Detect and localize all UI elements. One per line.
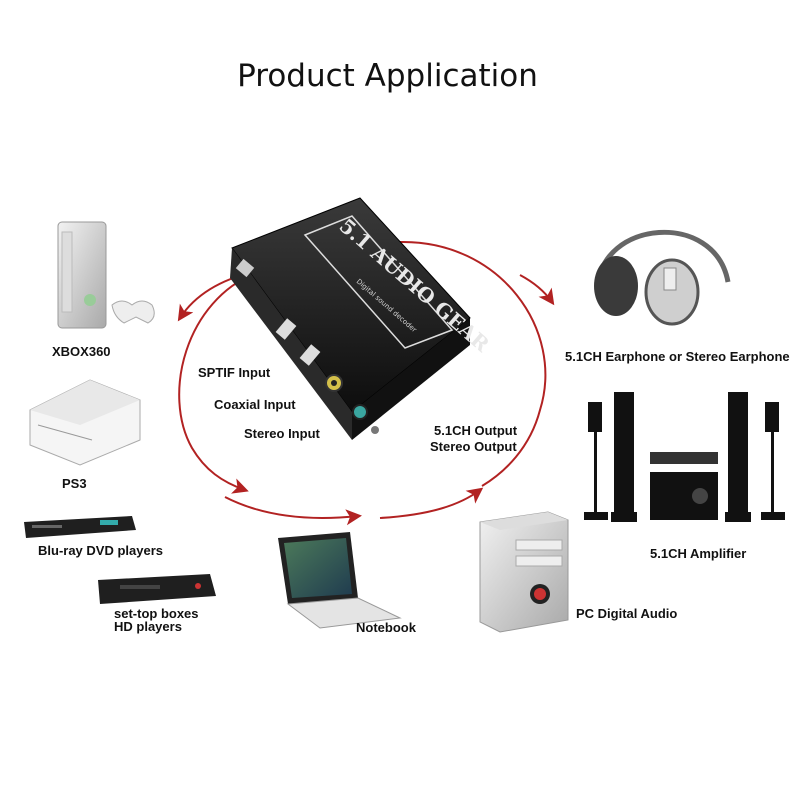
audio-decoder-device bbox=[230, 197, 471, 440]
xbox360-label: XBOX360 bbox=[52, 344, 111, 359]
stereo-input-label: Stereo Input bbox=[244, 426, 320, 441]
hd-players-label: HD players bbox=[114, 619, 182, 634]
ps3-icon bbox=[29, 379, 141, 466]
arrow-right-loop bbox=[399, 240, 547, 487]
arrow-to-headphones bbox=[519, 274, 555, 306]
pc-digital-audio-label: PC Digital Audio bbox=[576, 606, 678, 621]
headphones-label: 5.1CH Earphone or Stereo Earphone bbox=[565, 349, 790, 364]
amplifier-label: 5.1CH Amplifier bbox=[650, 546, 747, 561]
dvd-player-icon bbox=[24, 516, 136, 538]
amplifier-speakers-icon bbox=[584, 392, 785, 522]
pc-tower-icon bbox=[479, 511, 569, 633]
notebook-icon bbox=[278, 532, 402, 629]
spdif-input-label: SPTIF Input bbox=[198, 365, 271, 380]
set-top-box-label: set-top boxes bbox=[114, 606, 199, 621]
notebook-label: Notebook bbox=[356, 620, 416, 635]
ps3-label: PS3 bbox=[62, 476, 87, 491]
headphones-icon bbox=[594, 229, 731, 326]
arrow-to-sources bbox=[178, 271, 259, 494]
output-51ch-label: 5.1CH Output bbox=[434, 423, 518, 438]
output-stereo-label: Stereo Output bbox=[430, 439, 517, 454]
coaxial-input-label: Coaxial Input bbox=[214, 397, 296, 412]
page-title: Product Application bbox=[237, 58, 538, 94]
xbox360-icon bbox=[57, 221, 155, 329]
set-top-box-icon bbox=[98, 574, 216, 604]
arrow-to-notebook bbox=[224, 496, 362, 526]
arrow-to-pc bbox=[379, 487, 484, 519]
dvd-player-label: Blu-ray DVD players bbox=[38, 543, 163, 558]
